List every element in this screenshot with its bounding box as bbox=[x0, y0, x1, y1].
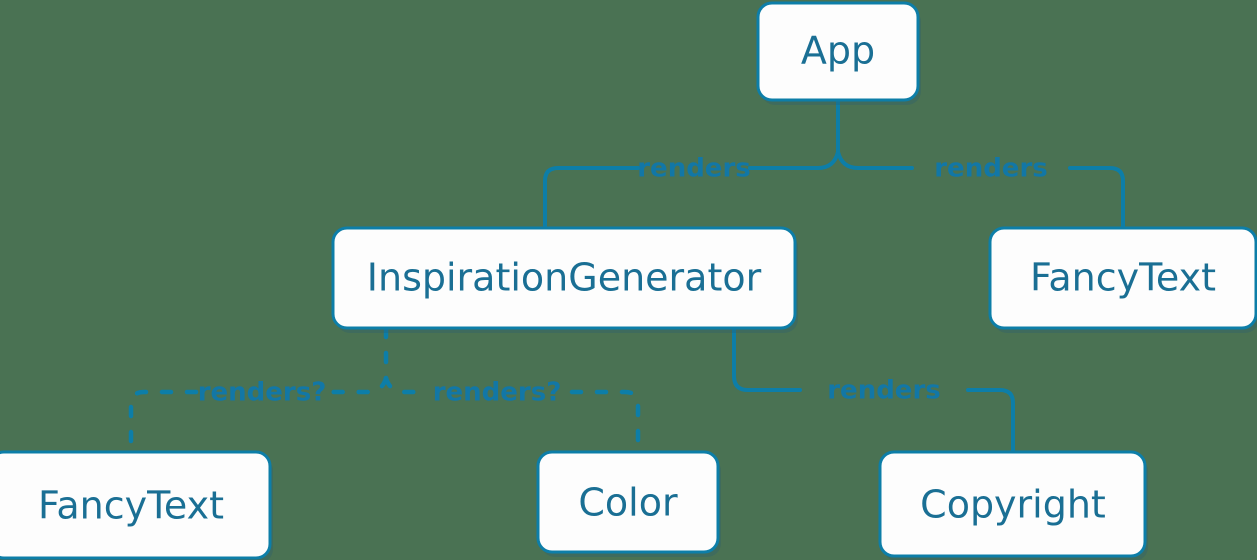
edge-app-to-inspiration-generator-elbow bbox=[543, 166, 640, 230]
node-copyright-label: Copyright bbox=[920, 483, 1106, 527]
edge-label-inspiration-generator-to-fancytext-bottom: renders? bbox=[198, 378, 327, 408]
node-fancytext-bottom[interactable]: FancyText bbox=[0, 450, 273, 560]
edge-app-to-inspiration-generator bbox=[748, 150, 840, 170]
edge-inspiration-generator-to-fancytext-bottom bbox=[327, 375, 389, 395]
node-fancytext-right-box[interactable] bbox=[988, 226, 1257, 330]
node-app-label: App bbox=[801, 29, 875, 73]
node-inspiration-generator-box[interactable] bbox=[331, 226, 797, 330]
node-app[interactable]: App bbox=[756, 1, 921, 105]
edge-label-layer: renders renders renders? renders? render… bbox=[198, 154, 1048, 408]
edge-label-app-to-fancytext-right: renders bbox=[934, 154, 1048, 184]
edge-app-to-fancytext-right bbox=[836, 150, 914, 170]
edge-inspiration-generator-to-fancytext-bottom-elbow bbox=[128, 389, 199, 455]
edge-layer bbox=[128, 98, 1125, 455]
node-fancytext-right-label: FancyText bbox=[1030, 256, 1216, 300]
edge-label-inspiration-generator-to-color: renders? bbox=[433, 378, 562, 408]
node-color-label: Color bbox=[578, 481, 678, 525]
node-fancytext-bottom-label: FancyText bbox=[38, 484, 224, 528]
node-color[interactable]: Color bbox=[536, 450, 721, 557]
node-app-box[interactable] bbox=[756, 1, 920, 102]
edge-inspiration-generator-to-color-elbow bbox=[569, 389, 641, 455]
edge-inspiration-generator-to-copyright-elbow bbox=[966, 388, 1015, 454]
edge-label-app-to-inspiration-generator: renders bbox=[637, 154, 751, 184]
node-fancytext-right[interactable]: FancyText bbox=[988, 226, 1257, 333]
edge-inspiration-generator-to-copyright bbox=[732, 326, 802, 392]
node-inspiration-generator-label: InspirationGenerator bbox=[367, 256, 762, 300]
edge-inspiration-generator-to-color bbox=[383, 375, 427, 395]
node-fancytext-bottom-box[interactable] bbox=[0, 450, 272, 560]
edge-app-to-fancytext-right-elbow bbox=[1068, 166, 1125, 230]
node-color-box[interactable] bbox=[536, 450, 720, 554]
node-copyright-box[interactable] bbox=[878, 450, 1147, 558]
node-inspiration-generator[interactable]: InspirationGenerator bbox=[331, 226, 798, 333]
edge-label-inspiration-generator-to-copyright: renders bbox=[827, 376, 941, 406]
node-copyright[interactable]: Copyright bbox=[878, 450, 1148, 560]
